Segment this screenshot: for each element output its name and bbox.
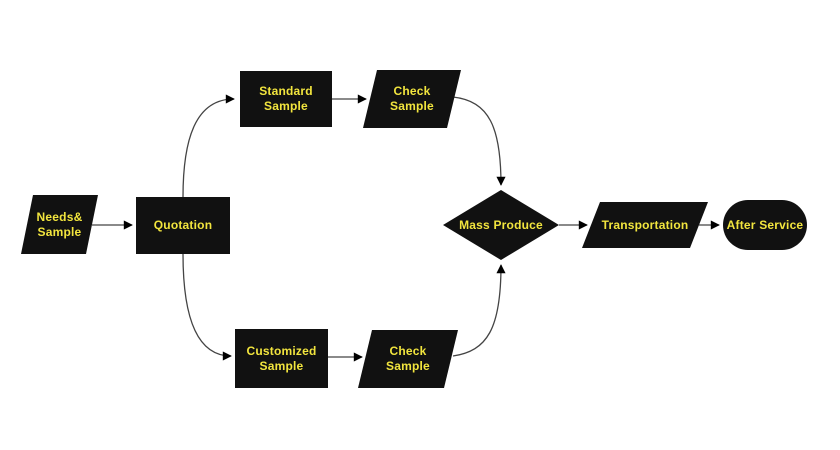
- node-needs-sample-label: Needs& Sample: [36, 209, 83, 239]
- node-after-service-label: After Service: [726, 217, 804, 232]
- node-after-service: After Service: [723, 200, 807, 250]
- arrow-quotation-to-customized: [182, 253, 232, 361]
- node-check-sample-top-label: Check Sample: [390, 84, 434, 113]
- node-quotation-label: Quotation: [153, 218, 213, 232]
- arrow-quotation-to-standard: [182, 94, 235, 198]
- arrow-check-top-to-mass-produce: [452, 96, 506, 186]
- node-mass-produce: Mass Produce: [443, 190, 559, 260]
- node-mass-produce-label: Mass Produce: [459, 217, 543, 232]
- node-standard-sample-label: Standard Sample: [259, 84, 313, 113]
- node-check-sample-top: Check Sample: [363, 70, 461, 128]
- node-transportation-label: Transportation: [601, 217, 689, 232]
- node-quotation: Quotation: [136, 197, 230, 254]
- node-check-sample-bottom-label: Check Sample: [386, 344, 430, 373]
- node-customized-sample: Customized Sample: [235, 329, 328, 388]
- node-needs-sample: Needs& Sample: [21, 195, 98, 254]
- arrow-check-bottom-to-mass-produce: [452, 264, 506, 357]
- node-transportation: Transportation: [582, 202, 708, 248]
- node-check-sample-bottom: Check Sample: [358, 330, 458, 388]
- node-standard-sample: Standard Sample: [240, 71, 332, 127]
- node-customized-sample-label: Customized Sample: [246, 343, 317, 373]
